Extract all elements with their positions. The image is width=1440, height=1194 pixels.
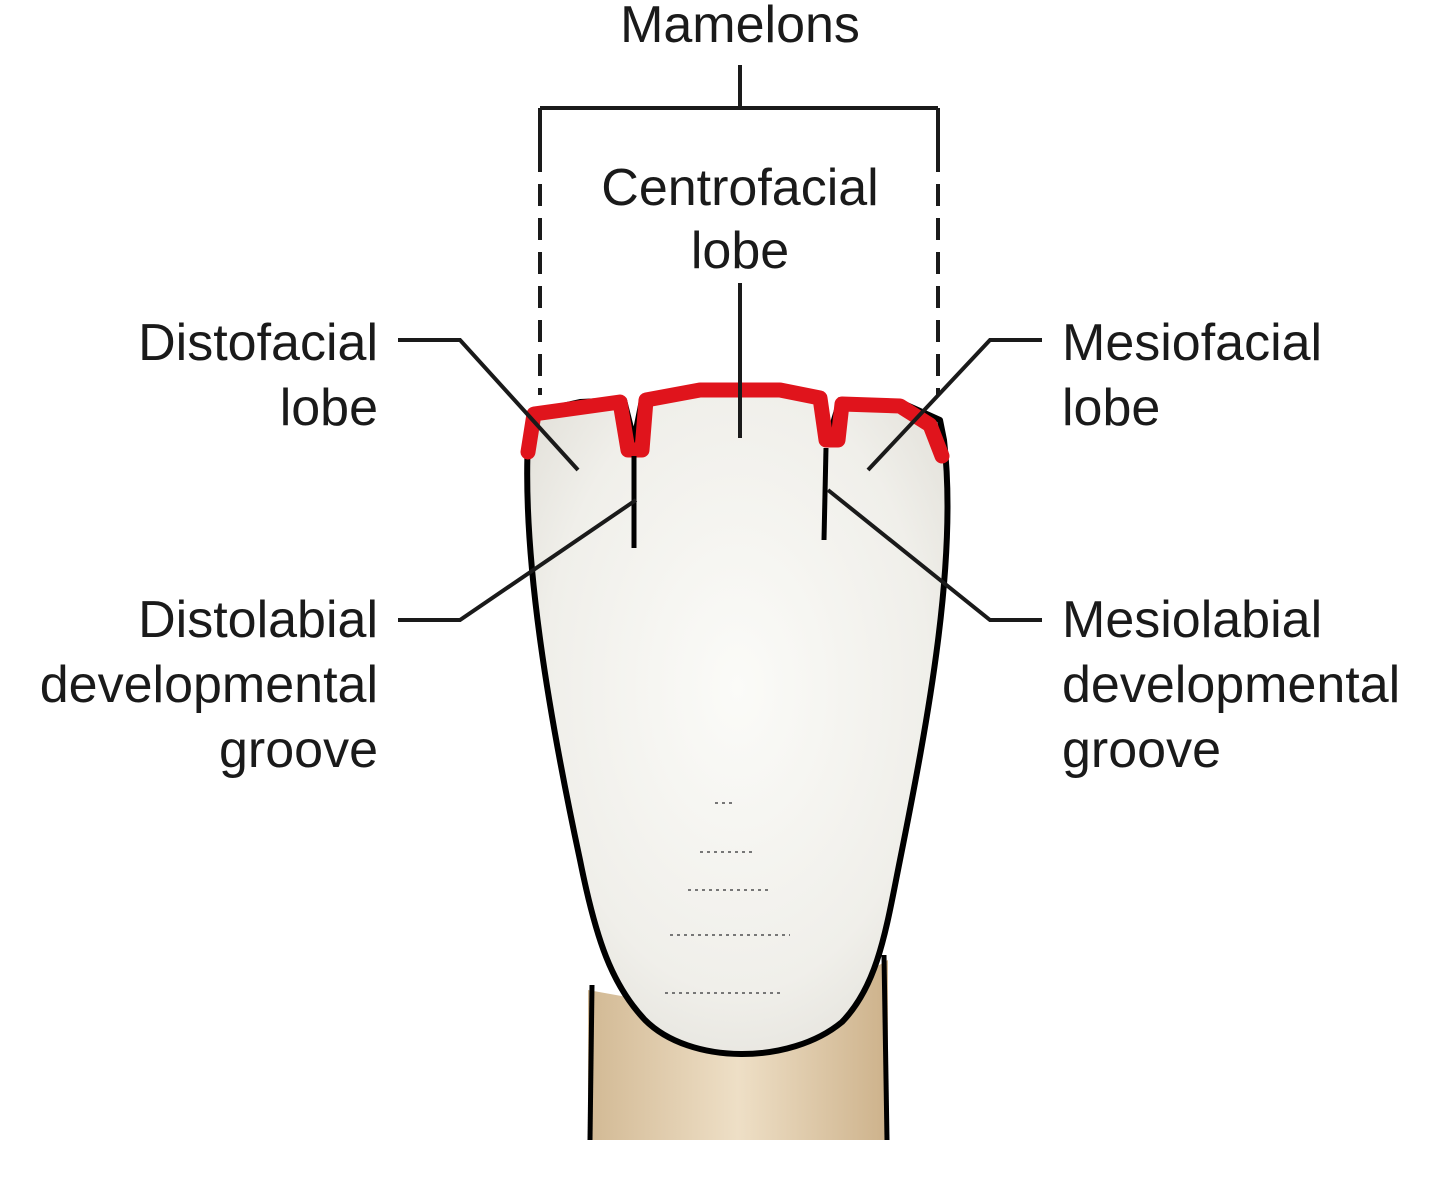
mesiofacial-leader (866, 338, 1042, 472)
tooth-crown (524, 385, 951, 1057)
label-mesiolabial-line3: groove (1062, 721, 1221, 779)
label-mesiofacial-line2: lobe (1062, 379, 1160, 437)
label-distolabial-line1: Distolabial (138, 591, 378, 649)
cervical-texture (665, 802, 790, 994)
mesiolabial-leader (826, 488, 1042, 622)
labels: Mamelons Centrofacial lobe Distofacial l… (40, 0, 1400, 779)
distofacial-leader (398, 338, 580, 472)
label-distolabial-line3: groove (219, 721, 378, 779)
label-mamelons: Mamelons (620, 0, 860, 54)
distolabial-leader (398, 498, 638, 622)
mamelons-bracket (538, 65, 940, 395)
label-mesiolabial-line1: Mesiolabial (1062, 591, 1322, 649)
label-mesiolabial-line2: developmental (1062, 656, 1400, 714)
label-distofacial-line2: lobe (280, 379, 378, 437)
incisal-edge-mamelons (520, 382, 950, 464)
label-centrofacial-line1: Centrofacial (601, 159, 878, 217)
label-centrofacial-line2: lobe (691, 222, 789, 280)
leader-lines (398, 283, 1042, 622)
label-distolabial-line2: developmental (40, 656, 378, 714)
label-mesiofacial-line1: Mesiofacial (1062, 314, 1322, 372)
label-distofacial-line1: Distofacial (138, 314, 378, 372)
